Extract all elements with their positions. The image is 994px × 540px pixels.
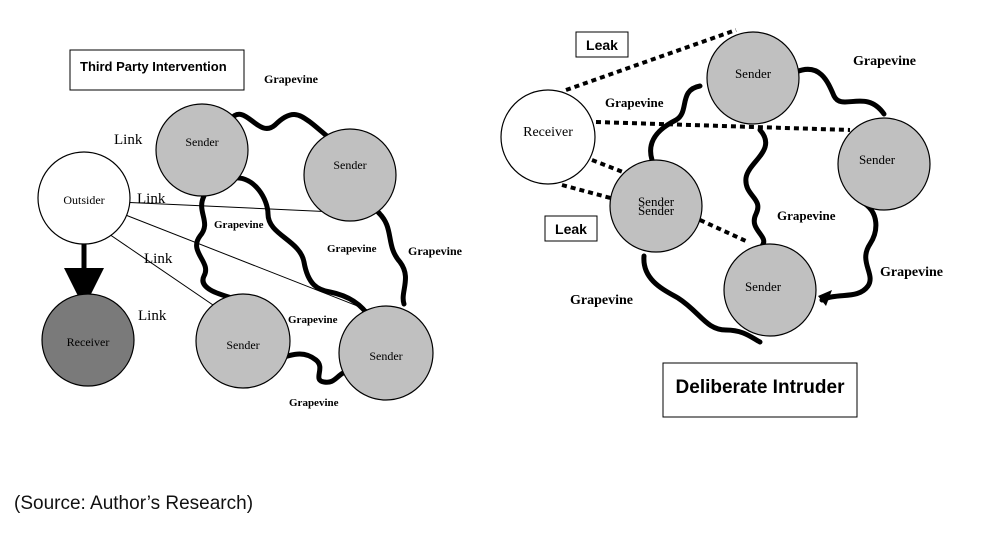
grapevine-path-bottom: [273, 351, 353, 385]
left-receiver-label: Receiver: [67, 335, 110, 349]
right-grapevine-paths: [641, 67, 887, 345]
link-label-1: Link: [114, 132, 143, 148]
dotted-receiver-to-top-sender: [565, 28, 737, 92]
left-grapevine-label-3: Grapevine: [327, 243, 377, 255]
grapevine-path-right: [375, 209, 408, 307]
link-label-3: Link: [144, 251, 173, 267]
left-grapevine-label-5: Grapevine: [288, 314, 338, 326]
link-line-1: [119, 201, 336, 213]
left-sender-3-label: Sender: [226, 338, 259, 352]
outsider-label: Outsider: [63, 193, 104, 207]
left-receiver-node: Receiver: [41, 293, 135, 387]
left-sender-3-node: Sender: [195, 293, 291, 389]
left-grapevine-label-2: Grapevine: [214, 219, 264, 231]
grapevine-path-top: [227, 111, 335, 143]
left-sender-2-node: Sender: [303, 128, 397, 222]
right-sender-left-overlap-label: Sender: [638, 203, 675, 218]
right-sender-left-label: Sender: [638, 194, 675, 209]
source-caption: (Source: Author’s Research): [14, 493, 254, 514]
left-sender-2-label: Sender: [333, 158, 366, 172]
right-grapevine-arrowhead: [818, 290, 832, 306]
left-sender-1-label: Sender: [185, 135, 218, 149]
leak-label-bottom: Leak: [555, 221, 587, 237]
right-grapevine-label-3: Grapevine: [777, 208, 836, 223]
left-grapevine-label-6: Grapevine: [289, 397, 339, 409]
dotted-receiver-to-left-sender-a: [591, 158, 629, 176]
dotted-left-to-bottom-sender: [699, 218, 749, 244]
left-grapevine-paths: [194, 111, 408, 385]
right-dotted-lines: [561, 28, 851, 244]
right-sender-right-node: Sender: [837, 117, 931, 211]
right-grapevine-right-bottom: [819, 199, 879, 303]
leak-box-bottom: [544, 215, 598, 242]
right-grapevine-label-1: Grapevine: [605, 95, 664, 110]
left-diagram: Third Party Intervention Outsider Receiv…: [37, 49, 463, 409]
left-sender-4-node: Sender: [338, 305, 434, 401]
right-diagram: Leak Leak Receiver Sender: [500, 28, 943, 418]
right-grapevine-label-2: Grapevine: [853, 54, 916, 69]
right-grapevine-label-5: Grapevine: [570, 293, 633, 308]
right-sender-top-label: Sender: [735, 66, 772, 81]
left-sender-4-label: Sender: [369, 349, 402, 363]
left-grapevine-label-1: Grapevine: [264, 72, 319, 86]
right-grapevine-label-4: Grapevine: [880, 265, 943, 280]
right-grapevine-left-top: [648, 83, 703, 163]
link-label-4: Link: [138, 308, 167, 324]
right-receiver-node: Receiver: [500, 89, 596, 185]
right-sender-top-node: Sender: [706, 31, 800, 125]
leak-box-top: [575, 31, 629, 58]
dotted-receiver-to-left-sender-b: [561, 183, 619, 202]
left-sender-1-node: Sender: [155, 103, 249, 197]
right-sender-left-node: Sender Sender: [609, 159, 703, 253]
left-title: Third Party Intervention: [80, 59, 227, 74]
outsider-node: Outsider: [37, 151, 131, 245]
left-title-box: [69, 49, 245, 91]
right-grapevine-left-bottom: [641, 253, 763, 345]
right-title: Deliberate Intruder: [676, 377, 846, 398]
link-label-2: Link: [137, 191, 166, 207]
leak-label-top: Leak: [586, 37, 618, 53]
right-sender-bottom-node: Sender: [723, 243, 817, 337]
right-sender-right-label: Sender: [859, 152, 896, 167]
right-grapevine-center: [743, 127, 769, 249]
right-grapevine-top-right: [793, 67, 887, 117]
left-grapevine-label-4: Grapevine: [408, 244, 463, 258]
right-receiver-label: Receiver: [523, 125, 573, 140]
right-title-box: [662, 362, 858, 418]
link-line-2: [117, 211, 389, 319]
grapevine-path-diagonal: [231, 175, 373, 321]
grapevine-path-left: [194, 193, 235, 301]
dotted-receiver-to-right-sender: [595, 120, 851, 132]
right-sender-bottom-label: Sender: [745, 279, 782, 294]
